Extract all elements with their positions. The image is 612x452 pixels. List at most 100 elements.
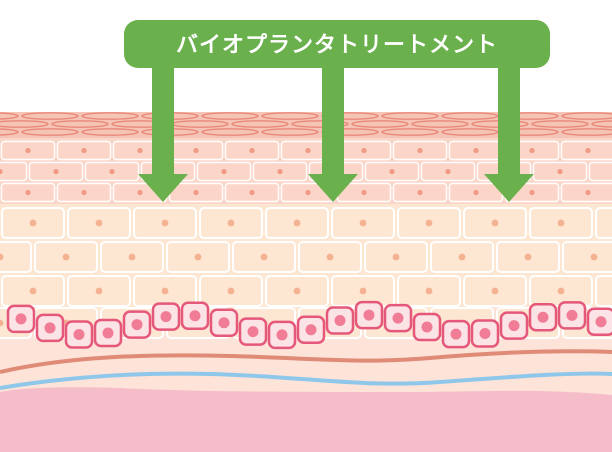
basal-nucleus [508, 320, 520, 332]
basal-nucleus [15, 313, 27, 325]
corneum-cell [591, 120, 612, 128]
basal-nucleus [566, 309, 578, 321]
basal-nucleus [44, 322, 56, 334]
granular-nucleus [193, 189, 199, 196]
spinous-nucleus [95, 219, 103, 227]
spinous-nucleus [227, 287, 235, 295]
granular-nucleus [473, 189, 479, 196]
arrow-right [484, 66, 534, 202]
spinous-nucleus [491, 219, 499, 227]
spinous-nucleus [161, 287, 169, 295]
granular-nucleus [417, 147, 423, 154]
spinous-nucleus [557, 219, 565, 227]
granular-nucleus [445, 168, 451, 175]
blood-vessel-vein [0, 371, 612, 390]
spinous-cell [0, 241, 32, 273]
granular-nucleus [137, 189, 143, 196]
corneum-cell [51, 120, 109, 128]
basal-cell [557, 301, 587, 330]
basal-cell [267, 320, 297, 350]
granular-nucleus [0, 168, 3, 175]
granular-nucleus [361, 147, 367, 154]
basal-nucleus [392, 312, 404, 324]
basal-nucleus [305, 324, 317, 336]
basal-cell [296, 315, 326, 345]
granular-nucleus [277, 168, 283, 175]
basal-cell [209, 308, 239, 337]
spinous-nucleus [227, 219, 235, 227]
corneum-cell [351, 120, 409, 128]
corneum-cell [291, 120, 349, 128]
arrow-left [138, 66, 188, 202]
spinous-nucleus [95, 287, 103, 295]
granular-nucleus [585, 189, 591, 196]
spinous-nucleus [359, 219, 367, 227]
granular-nucleus [249, 147, 255, 154]
corneum-cell [381, 112, 439, 120]
granular-nucleus [529, 189, 535, 196]
granular-nucleus [473, 147, 479, 154]
basal-cell [383, 303, 413, 333]
corneum-cell [261, 128, 319, 136]
spinous-nucleus [161, 219, 169, 227]
corneum-cell [561, 112, 612, 120]
spinous-nucleus [557, 287, 565, 295]
spinous-nucleus [392, 253, 400, 261]
corneum-cell [21, 112, 79, 120]
basal-nucleus [537, 311, 549, 323]
corneum-cell [81, 112, 139, 120]
corneum-cell [0, 120, 49, 128]
subcutaneous-layer [0, 380, 612, 452]
spinous-nucleus [524, 253, 532, 261]
basal-cell [354, 300, 384, 330]
corneum-cell [0, 128, 19, 136]
granular-nucleus [305, 189, 311, 196]
granular-nucleus [389, 168, 395, 175]
basal-cell [325, 306, 355, 335]
arrow-center [308, 66, 358, 202]
spinous-nucleus [425, 219, 433, 227]
spinous-nucleus [62, 253, 70, 261]
granular-nucleus [585, 147, 591, 154]
spinous-nucleus [128, 253, 136, 261]
spinous-nucleus [293, 219, 301, 227]
treatment-banner: バイオプランタトリートメント [124, 20, 550, 68]
basal-nucleus [160, 311, 172, 323]
granular-nucleus [221, 168, 227, 175]
spinous-nucleus [293, 287, 301, 295]
granular-nucleus [305, 147, 311, 154]
spinous-nucleus [0, 319, 4, 327]
spinous-nucleus [260, 253, 268, 261]
granular-cell [0, 161, 28, 182]
spinous-nucleus [425, 287, 433, 295]
basal-nucleus [276, 329, 288, 341]
granular-cell [588, 161, 612, 182]
spinous-nucleus [359, 287, 367, 295]
treatment-arrows [138, 66, 534, 202]
spinous-nucleus [326, 253, 334, 261]
basal-cell [6, 304, 36, 334]
corneum-cell [381, 128, 439, 136]
corneum-cell [561, 128, 612, 136]
spinous-nucleus [590, 253, 598, 261]
basal-nucleus [450, 328, 462, 340]
basal-nucleus [218, 317, 230, 329]
granular-nucleus [529, 147, 535, 154]
basal-nucleus [421, 321, 433, 333]
granular-nucleus [361, 189, 367, 196]
basal-cell [122, 310, 152, 339]
granular-nucleus [25, 189, 31, 196]
spinous-nucleus [194, 253, 202, 261]
corneum-cell [201, 112, 259, 120]
banner-label: バイオプランタトリートメント [176, 33, 498, 58]
corneum-cell [81, 128, 139, 136]
blood-vessel-artery [0, 349, 612, 374]
basal-nucleus [334, 315, 346, 327]
corneum-cell [261, 112, 319, 120]
granular-nucleus [417, 189, 423, 196]
spinous-nucleus [491, 287, 499, 295]
basal-cell [93, 318, 123, 348]
basal-nucleus [73, 329, 85, 341]
corneum-cell [21, 128, 79, 136]
